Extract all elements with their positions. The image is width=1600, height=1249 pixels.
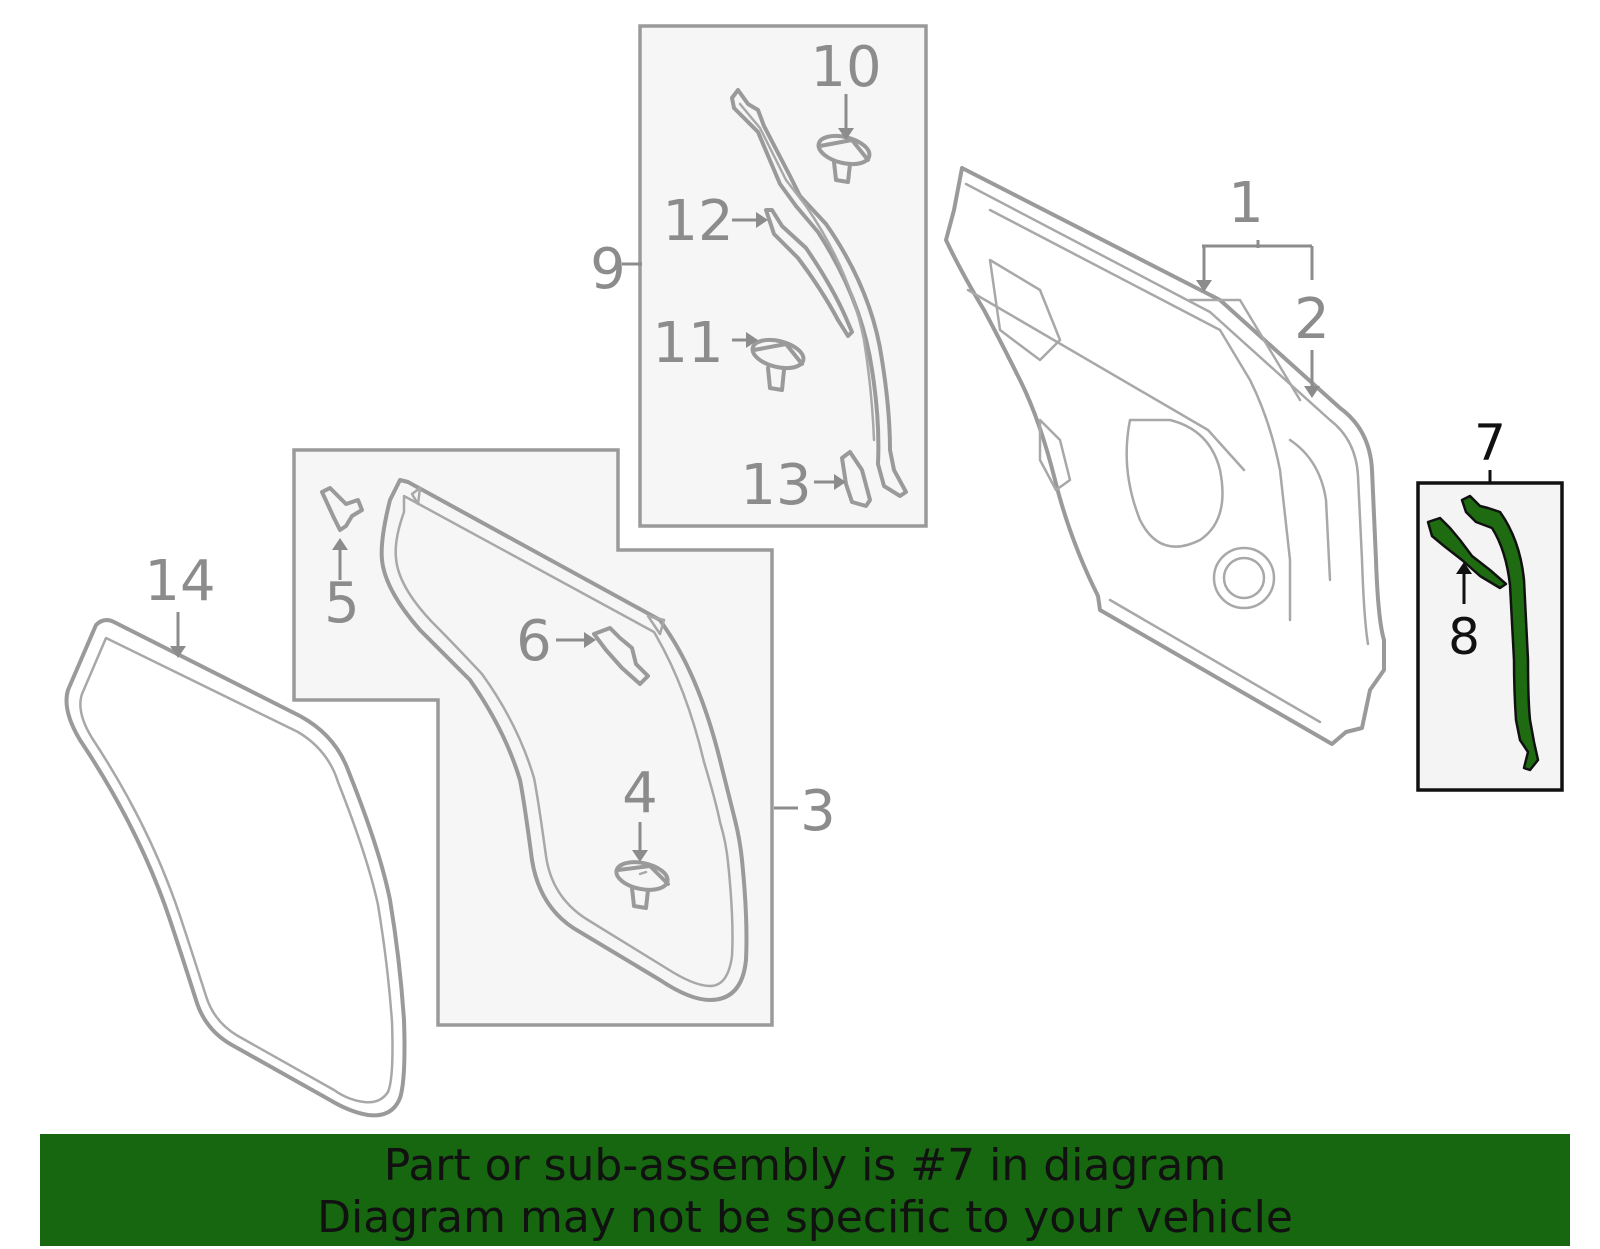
callout-8[interactable]: 8 <box>1448 608 1480 666</box>
part-4-clip-shape <box>614 860 670 910</box>
callout-7[interactable]: 7 <box>1474 414 1506 472</box>
callout-11[interactable]: 11 <box>652 311 723 376</box>
part-6-bracket-shape <box>592 626 650 686</box>
callout-3[interactable]: 3 <box>800 779 836 844</box>
part-13-trim-shape <box>840 450 872 508</box>
info-banner: Part or sub-assembly is #7 in diagram Di… <box>40 1134 1570 1246</box>
callout-labels: 1 2 3 4 5 6 7 8 9 10 11 12 13 14 <box>144 35 1506 844</box>
part-1-door-shell-shape <box>944 166 1386 746</box>
part-14-seal-shape <box>64 618 407 1118</box>
callout-14[interactable]: 14 <box>144 549 215 614</box>
part-8-highlight-shape <box>1426 516 1508 590</box>
callout-13[interactable]: 13 <box>740 453 811 518</box>
banner-line-disclaimer: Diagram may not be specific to your vehi… <box>317 1192 1293 1243</box>
banner-line-part: Part or sub-assembly is #7 in diagram <box>383 1140 1227 1191</box>
panel-parts-3-6 <box>292 448 774 1027</box>
callout-5[interactable]: 5 <box>324 571 360 636</box>
callout-1[interactable]: 1 <box>1228 171 1264 236</box>
part-7-highlight-shape <box>1460 494 1540 772</box>
part-11-clip-shape <box>750 337 806 392</box>
callout-9[interactable]: 9 <box>590 237 626 302</box>
callout-6[interactable]: 6 <box>516 609 552 674</box>
callout-12[interactable]: 12 <box>662 189 733 254</box>
part-12-strip-shape <box>764 208 854 338</box>
part-3-seal-shape <box>379 478 749 1002</box>
part-9-channel-shape <box>730 88 908 498</box>
part-5-bracket-shape <box>320 486 364 532</box>
callout-2[interactable]: 2 <box>1294 287 1330 352</box>
leader-lines <box>170 94 1492 862</box>
callout-10[interactable]: 10 <box>810 35 881 100</box>
panel-parts-9-13 <box>638 24 928 528</box>
callout-4[interactable]: 4 <box>622 761 658 826</box>
